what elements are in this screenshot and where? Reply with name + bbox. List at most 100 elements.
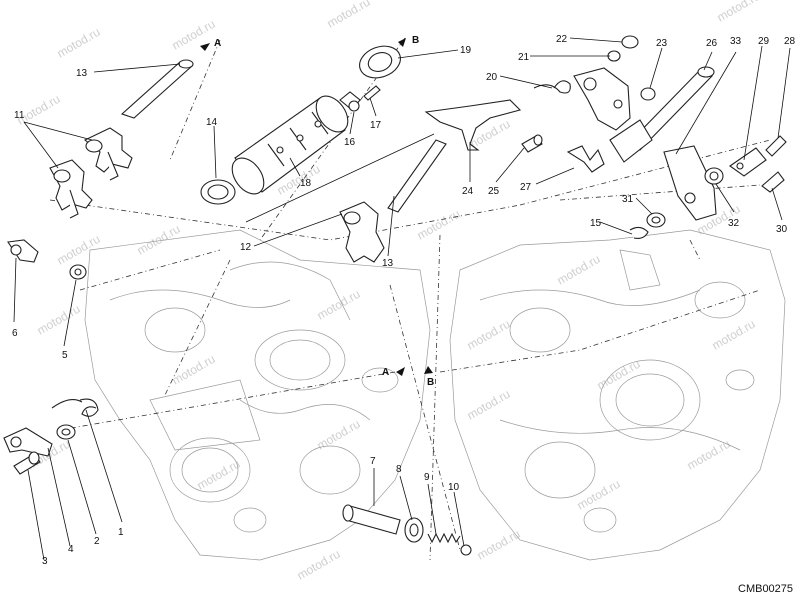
callout-13-top: 13 — [76, 68, 88, 79]
watermark: motod.ru — [595, 357, 643, 393]
ratchet-assembly — [573, 67, 631, 131]
lever-4 — [3, 427, 53, 457]
callout-4: 4 — [68, 544, 74, 555]
watermark: motod.ru — [35, 302, 83, 338]
arrow-letter-labels: A B A B — [214, 35, 434, 388]
watermark: motod.ru — [135, 222, 183, 258]
callout-labels: 1 2 3 4 5 6 7 8 9 10 11 12 13 13 14 15 1… — [12, 34, 796, 567]
plunger-7 — [342, 504, 401, 535]
watermark: motod.ru — [315, 287, 363, 323]
spring-9 — [427, 532, 461, 544]
fork-shaft-13-middle — [387, 139, 447, 213]
callout-31: 31 — [622, 194, 634, 205]
arrow-letter-a-top: A — [214, 38, 221, 49]
callout-21: 21 — [518, 52, 530, 63]
callout-19: 19 — [460, 45, 472, 56]
screw-28 — [765, 135, 787, 157]
watermark: motod.ru — [55, 232, 103, 268]
callout-1: 1 — [118, 527, 124, 538]
callout-2: 2 — [94, 536, 100, 547]
watermark: motod.ru — [195, 457, 243, 493]
washer-32 — [704, 167, 724, 185]
spring-1 — [51, 398, 99, 417]
callout-15: 15 — [590, 218, 602, 229]
callout-13-middle: 13 — [382, 258, 394, 269]
left-crankcase-half — [84, 229, 431, 561]
callout-27: 27 — [520, 182, 532, 193]
callout-23: 23 — [656, 38, 668, 49]
callout-29: 29 — [758, 36, 770, 47]
pin-16-17 — [348, 85, 381, 112]
arrow-letter-b-mid: B — [427, 377, 434, 388]
callout-9: 9 — [424, 472, 430, 483]
callout-6: 6 — [12, 328, 18, 339]
arrow-letter-a-mid: A — [382, 367, 389, 378]
watermark: motod.ru — [685, 437, 733, 473]
drawing-code: CMB00275 — [738, 583, 793, 595]
plate-33 — [663, 145, 717, 221]
bolt-25 — [521, 134, 543, 153]
right-crankcase-half — [449, 229, 786, 561]
callout-3: 3 — [42, 556, 48, 567]
sensor-6 — [7, 239, 39, 263]
callout-5: 5 — [62, 350, 68, 361]
bush-23 — [640, 87, 656, 101]
leader-lines — [13, 37, 791, 561]
callout-16: 16 — [344, 137, 356, 148]
watermark: motod.ru — [415, 207, 463, 243]
washer-19 — [359, 45, 401, 79]
callout-25: 25 — [488, 186, 500, 197]
watermark: motod.ru — [170, 17, 218, 53]
spring-27 — [566, 145, 605, 173]
nut-22 — [621, 35, 639, 49]
callout-14: 14 — [206, 117, 218, 128]
callout-10: 10 — [448, 482, 460, 493]
callout-26: 26 — [706, 38, 718, 49]
ball-10 — [460, 544, 472, 556]
washer-5 — [69, 264, 87, 280]
watermark: motod.ru — [715, 0, 763, 25]
screw-30 — [761, 171, 785, 193]
washer-8 — [404, 517, 424, 543]
washer-31 — [646, 212, 666, 228]
bracket-29 — [729, 147, 767, 177]
direction-arrows — [200, 38, 433, 376]
lever-24 — [424, 99, 522, 151]
shift-shaft-26 — [609, 66, 715, 163]
watermark: motod.ru — [325, 0, 373, 31]
selector-drum-18 — [231, 91, 361, 195]
watermark: motod.ru — [475, 527, 523, 563]
selector-fork-12 — [339, 201, 385, 263]
callout-32: 32 — [728, 218, 740, 229]
selector-fork-11-upper — [83, 127, 133, 181]
callout-24: 24 — [462, 186, 474, 197]
fork-shaft-13-top — [120, 59, 194, 119]
callout-12: 12 — [240, 242, 252, 253]
callout-20: 20 — [486, 72, 498, 83]
watermark: motod.ru — [295, 547, 343, 583]
washer-2 — [56, 424, 76, 440]
callout-18: 18 — [300, 178, 312, 189]
selector-fork-11-lower — [49, 159, 93, 219]
watermark: motod.ru — [710, 317, 758, 353]
callout-30: 30 — [776, 224, 788, 235]
arrow-letter-b-top: B — [412, 35, 419, 46]
watermark: motod.ru — [465, 387, 513, 423]
watermark: motod.ru — [465, 317, 513, 353]
callout-17: 17 — [370, 120, 382, 131]
callout-33: 33 — [730, 36, 742, 47]
callout-22: 22 — [556, 34, 568, 45]
spring-20 — [533, 80, 571, 94]
screw-3 — [13, 451, 41, 475]
watermark: motod.ru — [555, 252, 603, 288]
callout-28: 28 — [784, 36, 796, 47]
callout-11: 11 — [14, 110, 25, 121]
watermark: motod.ru — [575, 477, 623, 513]
callout-8: 8 — [396, 464, 402, 475]
callout-7: 7 — [370, 456, 376, 467]
clip-15 — [629, 226, 649, 239]
watermark: motod.ru — [55, 25, 103, 61]
ring-14 — [200, 179, 236, 205]
watermark: motod.ru — [170, 352, 218, 388]
